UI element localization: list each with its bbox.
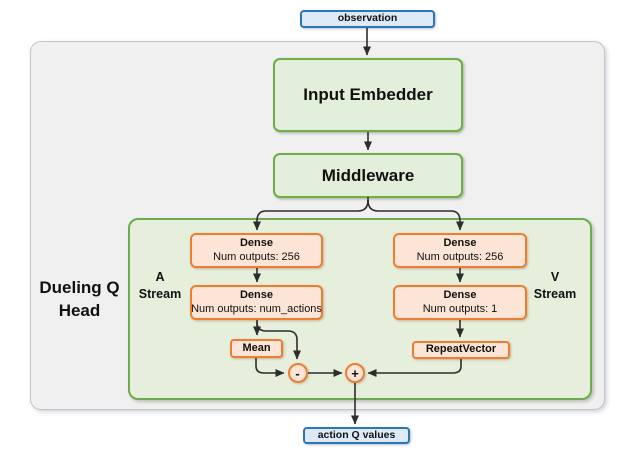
v-stream-dense-1-node: Dense Num outputs: 256 xyxy=(393,233,527,268)
dense-title: Dense xyxy=(239,288,274,301)
a-stream-dense-2-node: Dense Num outputs: num_actions xyxy=(190,285,323,320)
dueling-q-head-label: Dueling Q Head xyxy=(39,278,120,320)
middleware-node: Middleware xyxy=(273,153,463,198)
dense-detail: Num outputs: 256 xyxy=(213,250,300,263)
subtract-node: - xyxy=(287,363,308,383)
a-stream-dense-1-node: Dense Num outputs: 256 xyxy=(190,233,323,268)
action-q-values-node: action Q values xyxy=(303,427,410,444)
dense-detail: Num outputs: num_actions xyxy=(191,302,322,315)
add-node: + xyxy=(345,363,365,383)
dense-title: Dense xyxy=(443,288,477,301)
dense-title: Dense xyxy=(443,236,477,249)
dense-title: Dense xyxy=(239,236,274,249)
v-stream-label: V Stream xyxy=(533,270,577,301)
v-stream-dense-2-node: Dense Num outputs: 1 xyxy=(393,285,527,320)
input-embedder-node: Input Embedder xyxy=(273,58,463,132)
observation-node: observation xyxy=(300,10,435,28)
mean-node: Mean xyxy=(230,339,283,358)
repeat-vector-node: RepeatVector xyxy=(412,341,510,359)
a-stream-label: A Stream xyxy=(138,270,182,301)
dense-detail: Num outputs: 256 xyxy=(416,250,504,263)
dense-detail: Num outputs: 1 xyxy=(422,302,498,315)
